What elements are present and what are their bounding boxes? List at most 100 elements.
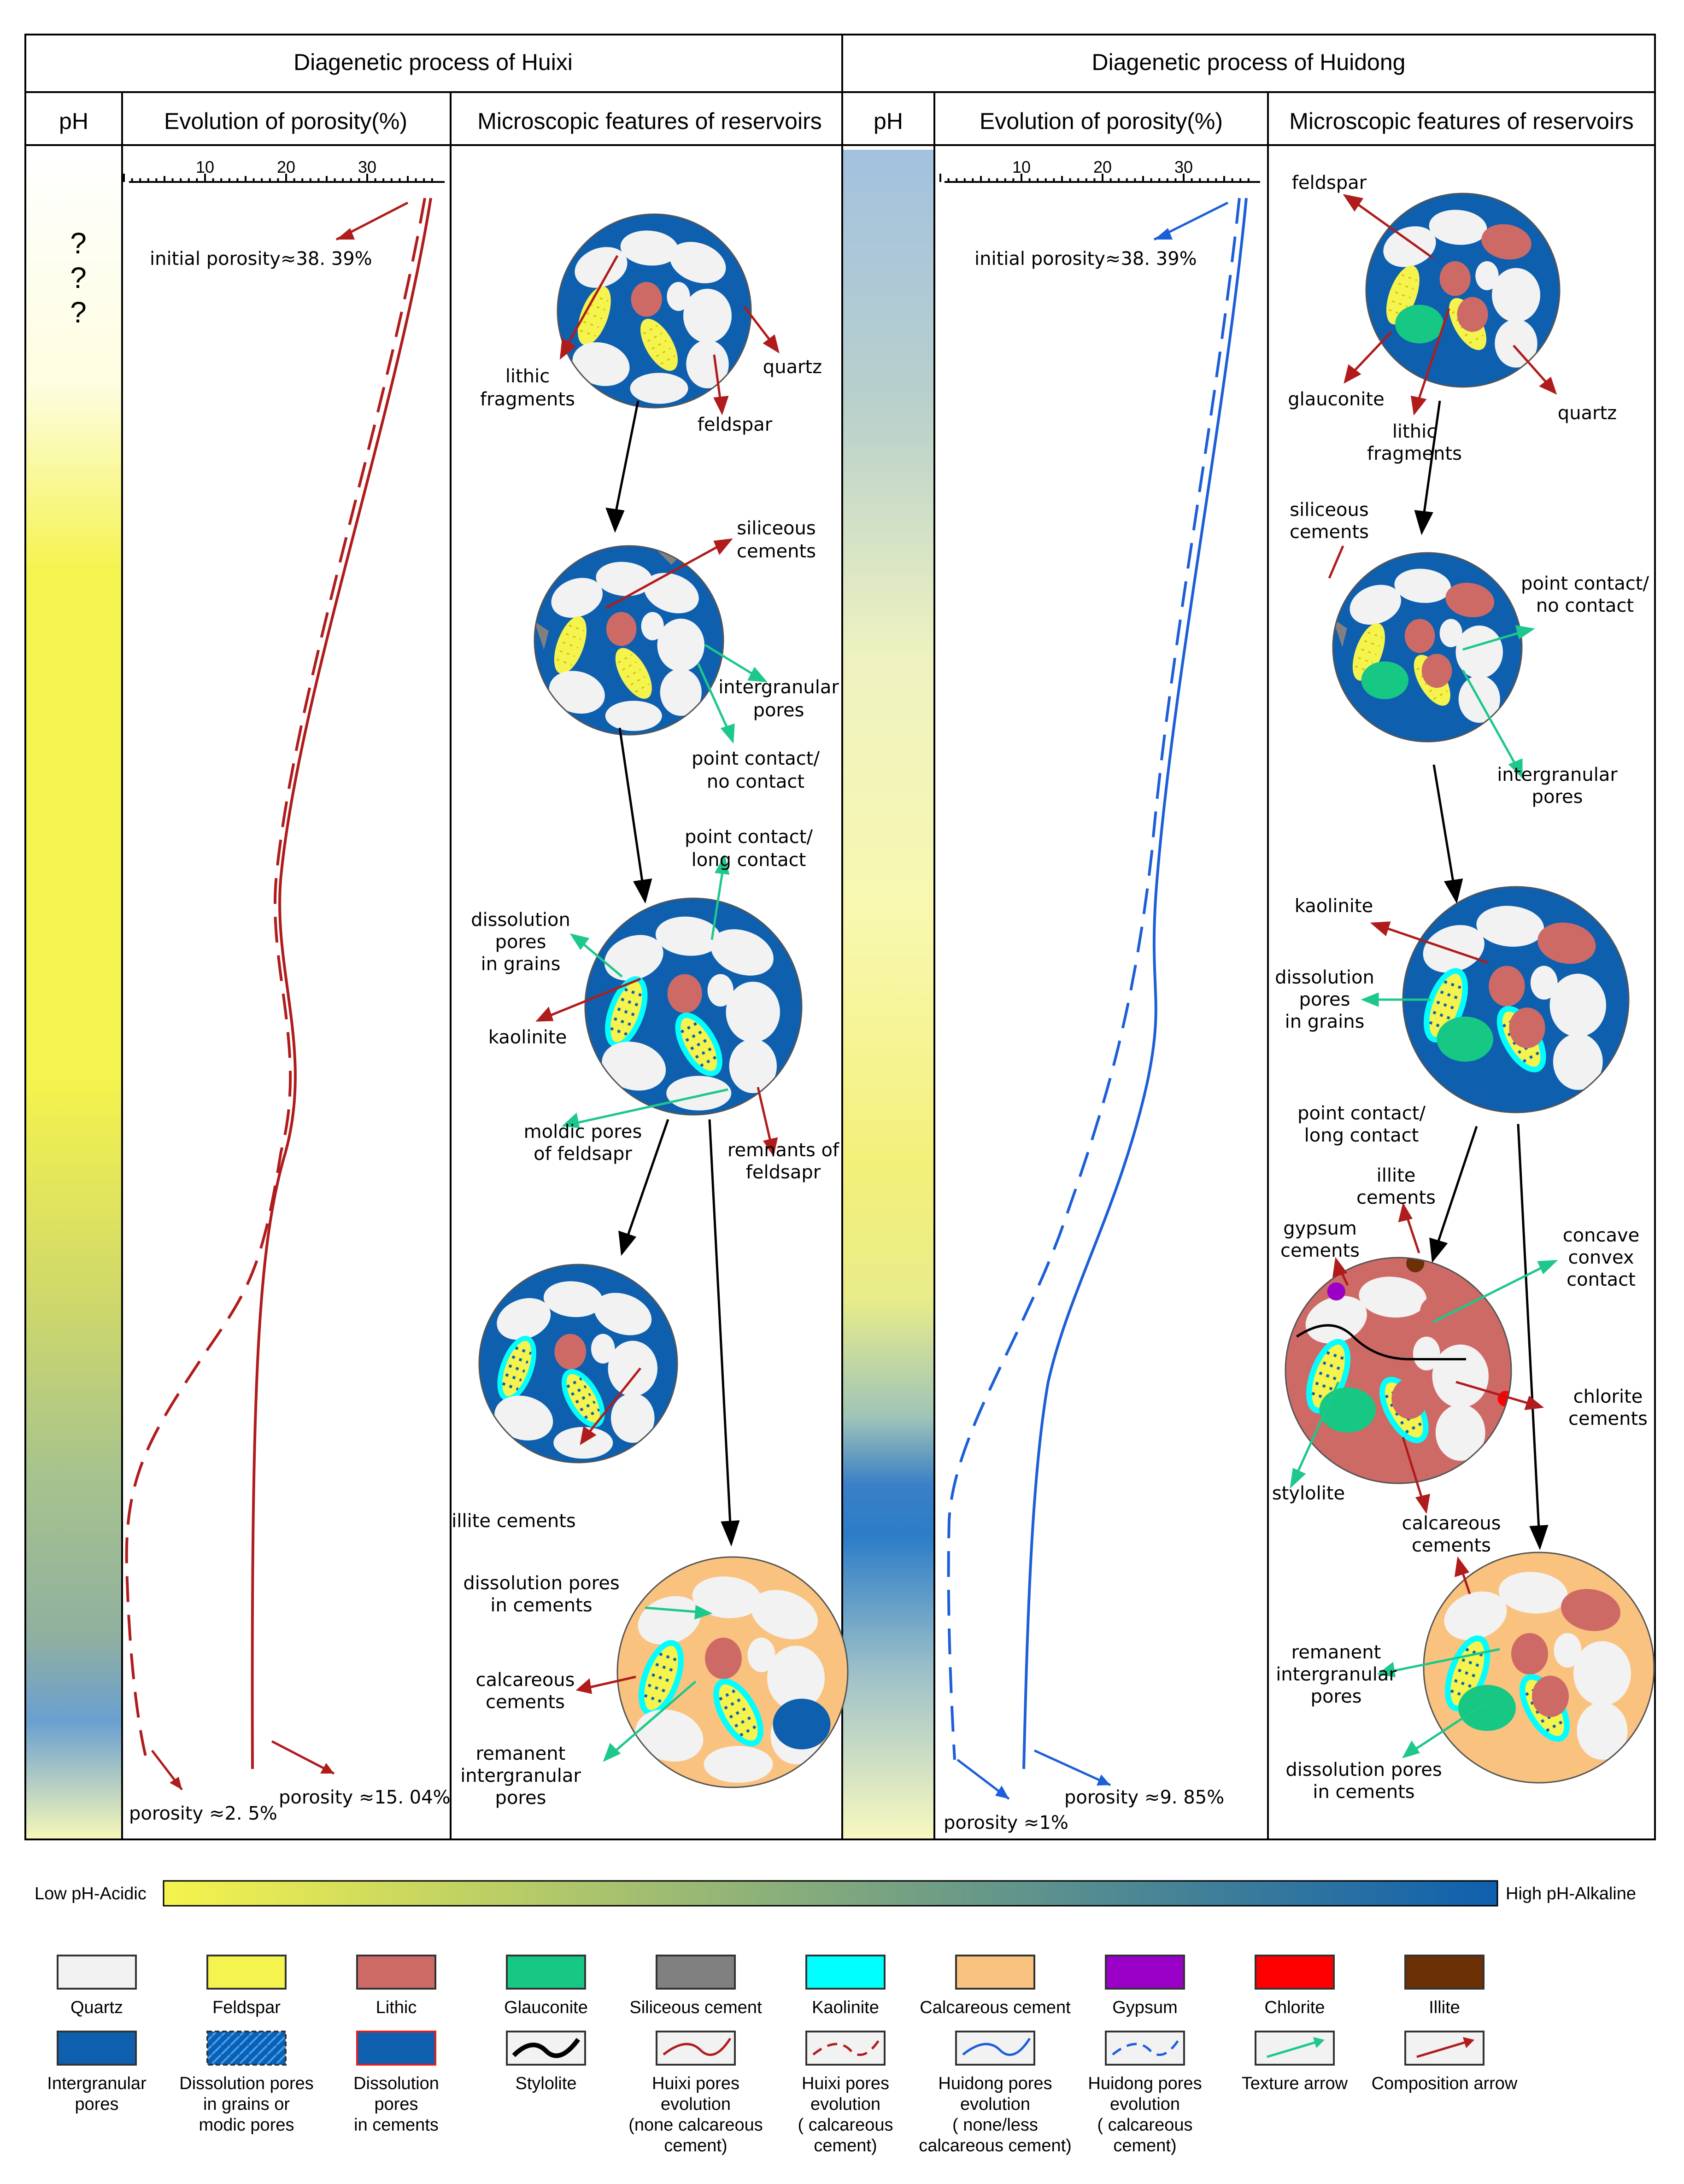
label-point-no-2: no contact	[707, 771, 804, 792]
label-hd-gypsum-2: cements	[1280, 1240, 1360, 1261]
huidong-porosity-header: Evolution of porosity(%)	[980, 108, 1223, 134]
lithic-grain	[1537, 922, 1596, 964]
feldspar-cleavage	[643, 325, 658, 334]
feldspar-cleavage	[565, 633, 581, 640]
label-hd-dissolution-grains-1: dissolution	[1275, 967, 1374, 988]
legend-label: cement)	[1113, 2136, 1176, 2155]
huidong-porosity-axis	[939, 174, 1260, 183]
label-point-long-1: point contact/	[685, 826, 813, 848]
legend-swatch	[356, 1955, 436, 1990]
legend-label: Huixi pores	[802, 2074, 889, 2093]
label-dissolution-grains-2: pores	[495, 931, 546, 953]
quartz-grain	[704, 1746, 773, 1783]
quartz-grain	[1383, 226, 1436, 267]
feldspar-cleavage	[700, 1055, 717, 1067]
thin-section-circle	[584, 897, 803, 1116]
quartz-grain	[1495, 319, 1537, 368]
legend-label: cement)	[814, 2136, 877, 2155]
feldspar-cleavage	[1522, 1051, 1541, 1063]
label-hd-remanent-1: remanent	[1291, 1642, 1381, 1663]
table-frame	[24, 34, 1656, 1840]
quartz-grain	[1423, 925, 1485, 973]
legend-label: Dissolution	[353, 2074, 439, 2093]
label-hd-kaolinite: kaolinite	[1295, 896, 1373, 917]
feldspar-cleavage	[651, 340, 667, 350]
legend-label: Kaolinite	[812, 1998, 879, 2017]
label-point-no-1: point contact/	[692, 748, 820, 769]
label-point-long-2: long contact	[692, 849, 806, 871]
feldspar-cleavage	[1436, 1001, 1455, 1010]
label-hd-siliceous-1: siliceous	[1290, 499, 1368, 521]
label-lithic-2: fragments	[480, 389, 575, 410]
thin-section-circle	[1402, 886, 1630, 1113]
quartz-grain	[683, 288, 732, 343]
huidong-final-calcareous: porosity ≈1%	[944, 1812, 1068, 1833]
lithic-grain	[1561, 1589, 1620, 1631]
huixi-labels: lithic fragments feldspar quartz siliceo…	[452, 357, 839, 1809]
legend-item: Kaolinite	[805, 1955, 886, 2017]
label-hd-dissolution-cements-2: in cements	[1313, 1781, 1414, 1803]
feldspar-cleavage	[617, 1007, 635, 1017]
legend-label: Feldspar	[212, 1998, 281, 2017]
feldspar-cleavage	[635, 683, 650, 693]
feldspar-cleavage	[724, 1697, 742, 1710]
label-dissolution-grains-1: dissolution	[471, 909, 570, 931]
label-hd-point-long-1: point contact/	[1297, 1103, 1426, 1124]
legend-label: evolution	[1110, 2095, 1180, 2114]
legend-label: Lithic	[376, 1998, 417, 2017]
quartz-grain	[543, 1281, 603, 1317]
label-siliceous-1: siliceous	[737, 518, 816, 539]
quartz-grain	[1530, 966, 1558, 1000]
legend-label: in grains or	[203, 2095, 290, 2114]
label-hd-concave-1: concave	[1563, 1225, 1640, 1246]
feldspar-cleavage	[660, 355, 675, 365]
ph-scale-bar	[163, 1880, 1498, 1907]
label-intergranular-2: pores	[753, 700, 804, 721]
feldspar-cleavage	[614, 1017, 632, 1026]
quartz-grain	[1553, 1033, 1603, 1090]
quartz-grain	[1350, 585, 1401, 625]
feldspar-cleavage	[739, 1724, 758, 1737]
label-feldspar: feldspar	[698, 414, 773, 435]
feldspar-cleavage	[647, 333, 663, 342]
feldspar-cleavage	[1388, 309, 1405, 316]
quartz-grain	[620, 230, 679, 266]
label-hd-calcareous-2: cements	[1412, 1535, 1491, 1556]
label-hd-lithic-1: lithic	[1392, 421, 1437, 442]
label-hd-point-long-2: long contact	[1304, 1125, 1419, 1146]
quartz-grain	[591, 1334, 615, 1364]
lithic-grain	[606, 612, 637, 646]
quartz-grain	[1429, 210, 1487, 245]
feldspar-cleavage	[621, 997, 639, 1007]
label-hd-dissolution-grains-2: pores	[1299, 989, 1350, 1010]
lithic-grain	[1457, 297, 1488, 332]
quartz-grain	[660, 668, 702, 716]
thin-section-circle	[616, 1556, 849, 1788]
label-dissolution-cements-2: in cements	[490, 1595, 592, 1616]
legend-label: pores	[374, 2095, 418, 2114]
feldspar-cleavage	[695, 1047, 712, 1059]
legend-label: Quartz	[70, 1998, 123, 2017]
huidong-tick-20: 20	[1093, 158, 1112, 176]
quartz-grain	[596, 562, 653, 596]
huixi-porosity-curves	[125, 198, 432, 1769]
ph-scale-low-label: Low pH-Acidic	[35, 1884, 147, 1903]
feldspar-cleavage	[690, 1038, 708, 1050]
legend-label: Illite	[1429, 1998, 1460, 2017]
quartz-grain	[751, 1590, 818, 1639]
legend-item: Gypsum	[1105, 1955, 1185, 2017]
huixi-tick-10: 10	[196, 158, 214, 176]
feldspar-cleavage	[1315, 1382, 1334, 1391]
legend-label: Texture arrow	[1242, 2074, 1348, 2093]
texture-arrows	[562, 625, 1558, 1762]
quartz-grain	[594, 1293, 652, 1335]
legend-label: Huidong pores	[938, 2074, 1052, 2093]
feldspar-cleavage	[502, 1382, 519, 1391]
feldspar-cleavage	[570, 1385, 587, 1396]
lithic-grain	[1489, 966, 1525, 1007]
quartz-grain	[726, 981, 780, 1042]
quartz-grain	[630, 373, 688, 404]
feldspar-cleavage	[630, 676, 645, 685]
feldspar-cleavage	[622, 661, 637, 671]
